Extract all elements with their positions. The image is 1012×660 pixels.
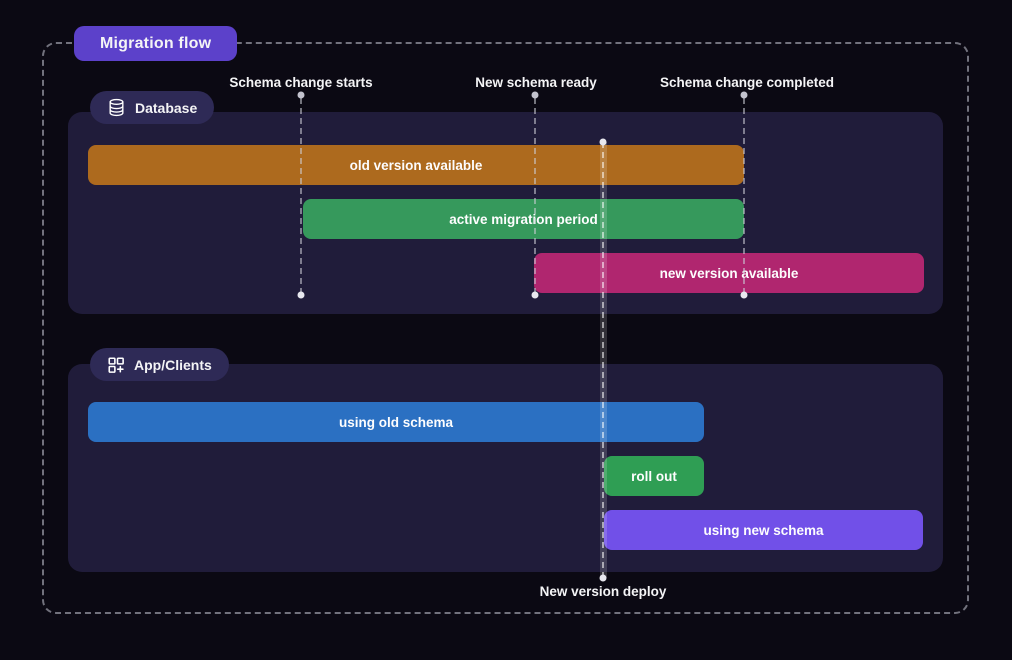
milestone-dot-top-1 [297,91,305,99]
diagram-title: Migration flow [100,34,212,52]
bar-using-old-schema: using old schema [88,402,704,442]
bar-label: new version available [659,265,799,281]
lane-pill-database: Database [90,91,215,124]
milestone-label-schema-change-starts: Schema change starts [229,75,373,90]
lane-label-app-clients: App/Clients [134,356,212,373]
lane-pill-app-clients: App/Clients [90,348,229,381]
milestone-dot-bottom-2 [531,291,539,299]
deploy-label: New version deploy [539,584,667,599]
diagram-dashed-frame [42,42,969,614]
bar-new-version-available: new version available [534,253,924,293]
deploy-dot-bottom [599,574,607,582]
bar-label: using old schema [338,414,454,430]
bar-label: active migration period [449,211,598,227]
milestone-line-new-schema-ready [534,98,536,294]
milestone-dot-top-3 [740,91,748,99]
milestone-label-schema-change-completed: Schema change completed [659,75,835,90]
bar-roll-out: roll out [604,456,704,496]
milestone-dot-bottom-3 [740,291,748,299]
milestone-line-schema-change-completed [743,98,745,294]
bar-active-migration-period: active migration period [303,199,744,239]
bar-using-new-schema: using new schema [604,510,923,550]
lane-label-database: Database [135,99,198,116]
milestone-dot-top-2 [531,91,539,99]
bar-old-version-available: old version available [88,145,744,185]
apps-add-icon [107,356,125,374]
database-icon [107,98,126,117]
diagram-title-badge: Migration flow [74,26,238,61]
bar-label: roll out [631,468,677,484]
milestone-dot-bottom-1 [297,291,305,299]
deploy-line [600,142,607,578]
bar-label: using new schema [703,522,824,538]
milestone-label-new-schema-ready: New schema ready [475,75,597,90]
deploy-dot-top [599,138,607,146]
milestone-line-schema-change-starts [300,98,302,294]
bar-label: old version available [349,157,483,173]
